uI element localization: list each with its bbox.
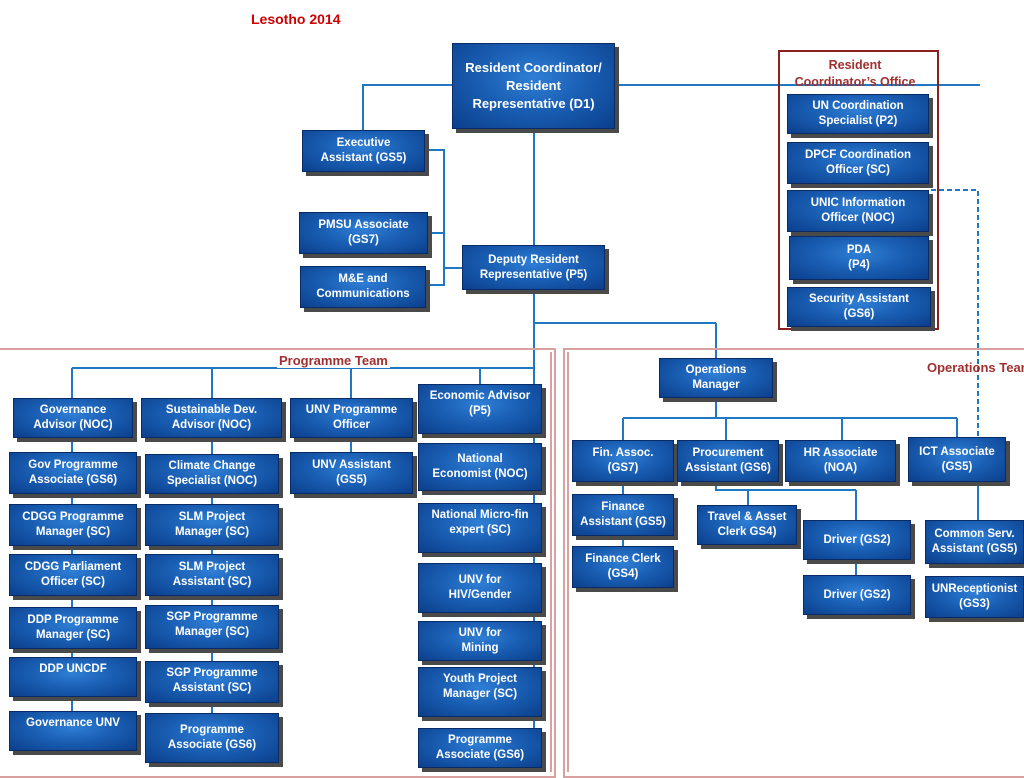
gov-prog-assoc-box: Gov Programme Associate (GS6) bbox=[9, 452, 137, 494]
unic-box: UNIC Information Officer (NOC) bbox=[787, 190, 929, 232]
microfin-box: National Micro-fin expert (SC) bbox=[418, 503, 542, 553]
exec-assistant-box: Executive Assistant (GS5) bbox=[302, 130, 425, 172]
cdgg-pm-box: CDGG Programme Manager (SC) bbox=[9, 504, 137, 546]
cdgg-parl-box: CDGG Parliament Officer (SC) bbox=[9, 554, 137, 596]
programme-team-frame-inner bbox=[0, 352, 552, 772]
hr-box: HR Associate (NOA) bbox=[785, 440, 896, 482]
fin-assoc-box: Fin. Assoc. (GS7) bbox=[572, 440, 674, 482]
driver2-box: Driver (GS2) bbox=[803, 575, 911, 615]
pmsu-box: PMSU Associate (GS7) bbox=[299, 212, 428, 254]
ddp-pm-box: DDP Programme Manager (SC) bbox=[9, 607, 137, 649]
operations-team-label: Operations Team bbox=[927, 360, 1024, 375]
unv-mining-box: UNV for Mining bbox=[418, 621, 542, 661]
rc-office-label: Resident Coordinator’s Office bbox=[794, 58, 916, 89]
un-coord-box: UN Coordination Specialist (P2) bbox=[787, 94, 929, 134]
slm-pm-box: SLM Project Manager (SC) bbox=[145, 504, 279, 546]
nat-economist-box: National Economist (NOC) bbox=[418, 443, 542, 491]
drr-box: Deputy Resident Representative (P5) bbox=[462, 245, 605, 290]
ict-box: ICT Associate (GS5) bbox=[908, 437, 1006, 482]
driver1-box: Driver (GS2) bbox=[803, 520, 911, 560]
unv-hiv-box: UNV for HIV/Gender bbox=[418, 563, 542, 613]
prog-assoc-1-box: Programme Associate (GS6) bbox=[145, 713, 279, 763]
ddp-uncdf-box: DDP UNCDF bbox=[9, 657, 137, 697]
programme-team-label: Programme Team bbox=[277, 353, 390, 368]
prog-assoc-2-box: Programme Associate (GS6) bbox=[418, 728, 542, 768]
sgp-pm-box: SGP Programme Manager (SC) bbox=[145, 605, 279, 649]
gov-advisor-box: Governance Advisor (NOC) bbox=[13, 398, 133, 438]
unv-po-box: UNV Programme Officer bbox=[290, 398, 413, 438]
rc-box: Resident Coordinator/ Resident Represent… bbox=[452, 43, 615, 129]
slm-pa-box: SLM Project Assistant (SC) bbox=[145, 554, 279, 596]
operations-team-frame-inner bbox=[567, 352, 1024, 772]
unv-assist-box: UNV Assistant (GS5) bbox=[290, 452, 413, 494]
climate-box: Climate Change Specialist (NOC) bbox=[145, 454, 279, 494]
econ-advisor-box: Economic Advisor (P5) bbox=[418, 384, 542, 434]
sgp-pa-box: SGP Programme Assistant (SC) bbox=[145, 661, 279, 703]
gov-unv-box: Governance UNV bbox=[9, 711, 137, 751]
common-serv-box: Common Serv. Assistant (GS5) bbox=[925, 520, 1024, 564]
procurement-box: Procurement Assistant (GS6) bbox=[677, 440, 779, 482]
receptionist-box: UNReceptionist (GS3) bbox=[925, 576, 1024, 618]
me-comm-box: M&E and Communications bbox=[300, 266, 426, 308]
ops-manager-box: Operations Manager bbox=[659, 358, 773, 398]
fin-assistant-box: Finance Assistant (GS5) bbox=[572, 494, 674, 536]
sd-advisor-box: Sustainable Dev. Advisor (NOC) bbox=[141, 398, 282, 438]
fin-clerk-box: Finance Clerk (GS4) bbox=[572, 546, 674, 588]
youth-pm-box: Youth Project Manager (SC) bbox=[418, 667, 542, 717]
travel-box: Travel & Asset Clerk GS4) bbox=[697, 505, 797, 545]
dpcf-box: DPCF Coordination Officer (SC) bbox=[787, 142, 929, 184]
chart-title: Lesotho 2014 bbox=[251, 11, 341, 27]
pda-box: PDA (P4) bbox=[789, 236, 929, 280]
security-box: Security Assistant (GS6) bbox=[787, 287, 931, 327]
rc-office-frame bbox=[778, 50, 939, 330]
